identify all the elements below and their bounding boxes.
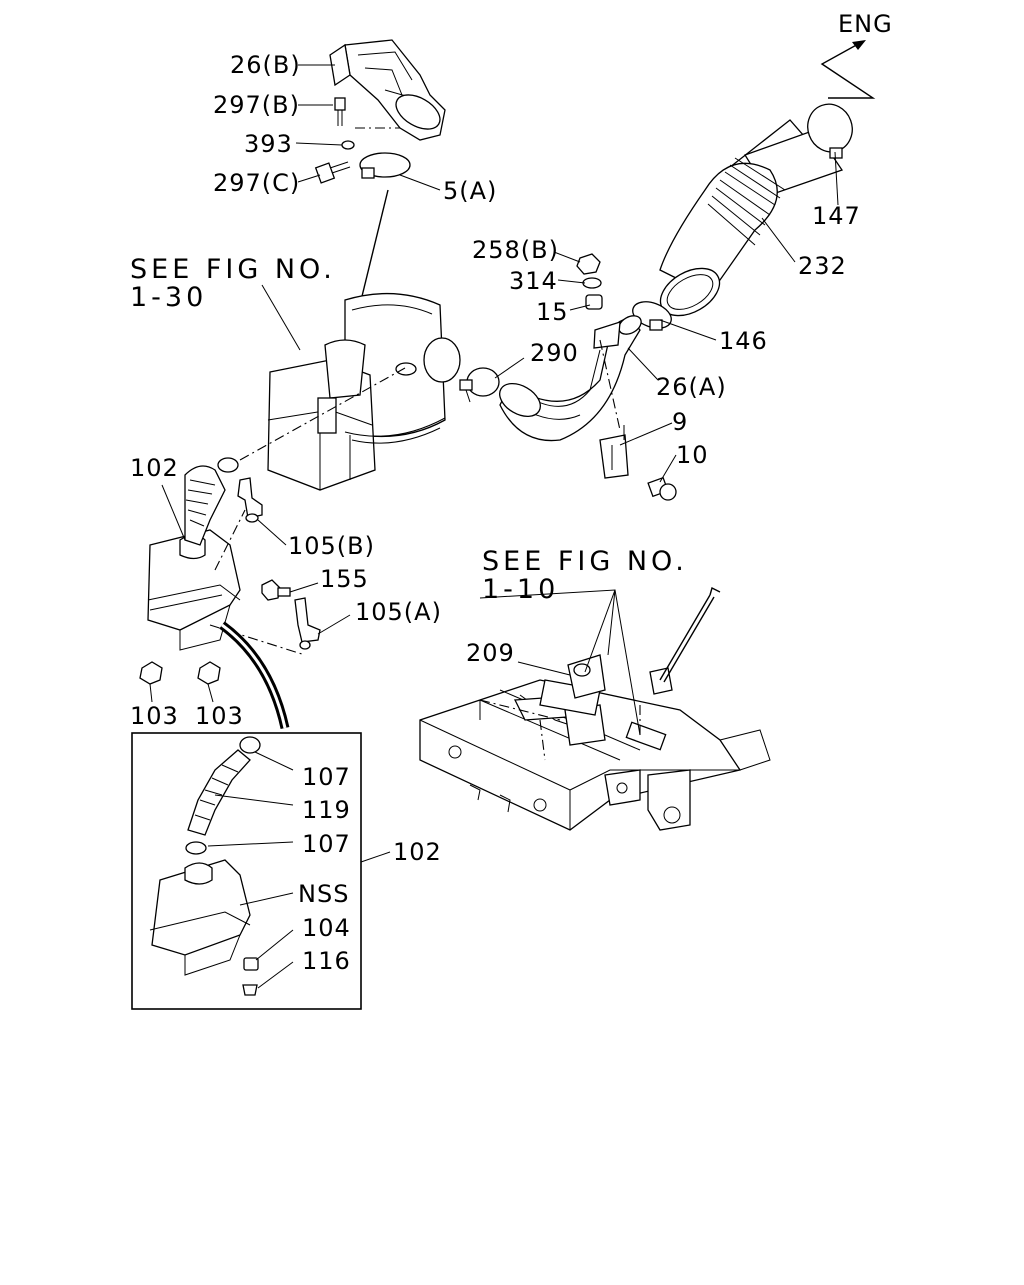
hose-clamp-146 — [632, 301, 672, 331]
callout-297b: 297(B) — [213, 91, 300, 119]
callout-393: 393 — [244, 130, 293, 158]
callout-155: 155 — [320, 565, 369, 593]
bolt-155 — [261, 579, 291, 601]
callout-147: 147 — [812, 202, 861, 230]
control-rod — [659, 594, 711, 681]
hose-clamp-290 — [459, 367, 500, 403]
bracket-105b — [237, 477, 263, 523]
callout-232: 232 — [798, 252, 847, 280]
callout-10: 10 — [676, 441, 709, 469]
alignment-lines — [209, 339, 641, 761]
detail-box — [131, 732, 362, 1010]
nut-103-right — [197, 661, 221, 685]
bolt-10 — [647, 476, 677, 501]
see-figure-upper-line2: 1-30 — [130, 282, 207, 313]
detail-callout-116: 116 — [302, 947, 351, 975]
detail-callout-119: 119 — [302, 796, 351, 824]
callout-labels: 26(B) 297(B) 393 297(C) 5(A) 147 232 258… — [130, 51, 861, 730]
grommet-15 — [585, 294, 603, 310]
callout-146: 146 — [719, 327, 768, 355]
detail-hose-119 — [185, 736, 261, 855]
callout-314: 314 — [509, 267, 558, 295]
reserve-tank-102 — [147, 457, 241, 651]
callout-209: 209 — [466, 639, 515, 667]
bolt-297b — [334, 97, 346, 126]
engine-direction-arrow — [820, 40, 876, 99]
engine-direction-label: ENG — [838, 10, 893, 38]
detail-callout-107-top: 107 — [302, 763, 351, 791]
control-rod-edge — [663, 596, 715, 683]
washer-314 — [582, 277, 602, 289]
callout-26a: 26(A) — [656, 373, 727, 401]
detail-callout-nss: NSS — [298, 880, 349, 908]
detail-box-leader — [360, 851, 391, 863]
callout-297c: 297(C) — [213, 169, 300, 197]
bracket-105a — [294, 597, 321, 650]
callout-103-right: 103 — [195, 702, 244, 730]
callout-258b: 258(B) — [472, 236, 559, 264]
detail-box-label-102: 102 — [393, 838, 442, 866]
air-duct-26a — [499, 315, 642, 442]
callout-105b: 105(B) — [288, 532, 375, 560]
bracket-9 — [599, 425, 629, 479]
callout-5a: 5(A) — [443, 177, 497, 205]
callout-290: 290 — [530, 339, 579, 367]
callout-9: 9 — [672, 408, 688, 436]
callout-102-top: 102 — [130, 454, 179, 482]
vehicle-frame-assembly — [419, 679, 771, 831]
rod-end — [709, 586, 721, 596]
detail-tank-nss — [149, 859, 251, 976]
air-duct-upper — [329, 39, 446, 141]
hose-clamp-147 — [807, 103, 853, 159]
detail-callout-107-bottom: 107 — [302, 830, 351, 858]
detail-callout-labels: 102 107 119 107 NSS 104 116 — [298, 763, 442, 975]
see-figure-lower-line2: 1-10 — [482, 574, 559, 605]
nut-103-left — [139, 661, 163, 685]
hose-clamp-5a — [359, 152, 411, 179]
detail-callout-104: 104 — [302, 914, 351, 942]
detail-bolt-116 — [242, 984, 258, 996]
bracket-209 — [567, 654, 673, 699]
hose-clamp-290-duct — [499, 382, 541, 418]
callout-103-left: 103 — [130, 702, 179, 730]
nut-258b — [576, 253, 601, 275]
see-figure-upper-line1: SEE FIG NO. — [130, 254, 336, 285]
air-hose-232 — [659, 119, 844, 317]
callout-26b: 26(B) — [230, 51, 301, 79]
detail-leader-lines — [207, 751, 294, 989]
detail-pointer-arrow-inner — [221, 623, 287, 729]
washer-393 — [341, 140, 355, 150]
callout-105a: 105(A) — [355, 598, 442, 626]
callout-15: 15 — [536, 298, 569, 326]
leader-lines — [149, 64, 839, 736]
air-cleaner-assembly — [267, 292, 461, 491]
detail-nut-104 — [243, 957, 259, 971]
bolt-297c — [314, 161, 351, 184]
see-figure-lower-line1: SEE FIG NO. — [482, 546, 688, 577]
